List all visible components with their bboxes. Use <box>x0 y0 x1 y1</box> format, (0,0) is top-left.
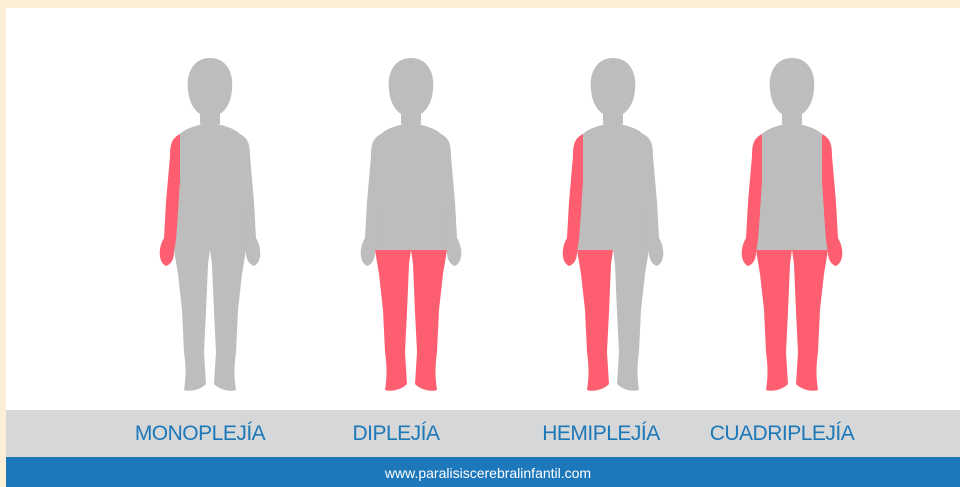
left-leg-affected <box>375 250 411 391</box>
head <box>770 58 815 124</box>
head <box>591 58 636 124</box>
child-silhouette <box>543 52 683 404</box>
figure-cuadriplejia <box>722 52 862 404</box>
figure-monoplejia <box>140 52 280 404</box>
torso <box>375 124 447 250</box>
torso <box>577 124 649 250</box>
label-band: MONOPLEJÍA DIPLEJÍA HEMIPLEJÍA CUADRIPLE… <box>6 410 960 457</box>
right-leg <box>210 250 246 391</box>
infographic-frame: MONOPLEJÍA DIPLEJÍA HEMIPLEJÍA CUADRIPLE… <box>6 8 960 487</box>
figure-diplejia <box>341 52 481 404</box>
footer-band: www.paralisiscerebralinfantil.com <box>6 457 960 487</box>
head <box>389 58 434 124</box>
torso <box>756 124 828 250</box>
right-leg <box>613 250 649 391</box>
right-leg-affected <box>411 250 447 391</box>
left-leg-affected <box>756 250 792 391</box>
head <box>188 58 233 124</box>
figures-row <box>6 8 960 410</box>
figure-hemiplejia <box>543 52 683 404</box>
left-leg-affected <box>577 250 613 391</box>
label-cuadriplejia: CUADRIPLEJÍA <box>682 410 882 457</box>
child-silhouette <box>341 52 481 404</box>
right-leg-affected <box>792 250 828 391</box>
child-silhouette <box>722 52 862 404</box>
left-leg <box>174 250 210 391</box>
label-hemiplejia: HEMIPLEJÍA <box>501 410 701 457</box>
label-diplejia: DIPLEJÍA <box>296 410 496 457</box>
footer-url[interactable]: www.paralisiscerebralinfantil.com <box>6 457 960 487</box>
child-silhouette <box>140 52 280 404</box>
torso <box>174 124 246 250</box>
label-monoplejia: MONOPLEJÍA <box>100 410 300 457</box>
